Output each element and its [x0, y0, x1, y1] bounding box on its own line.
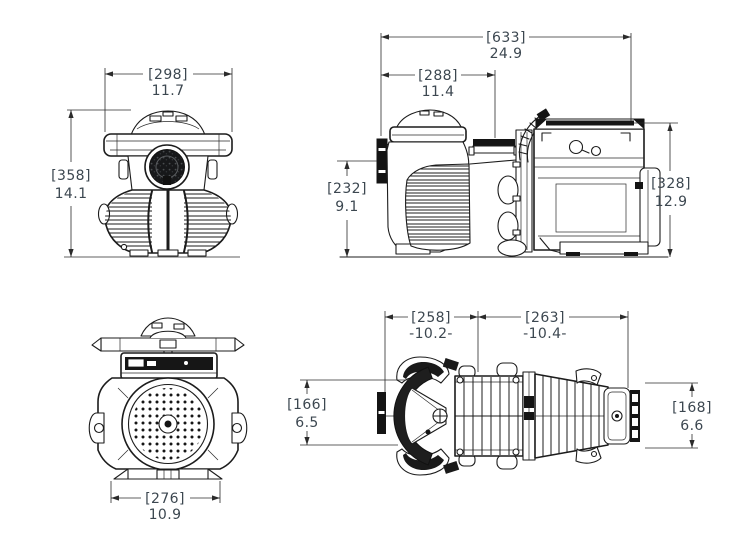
front-height-mm: [358] [51, 168, 91, 184]
top-motor-width-inches: 6.6 [680, 418, 703, 434]
top-volute [393, 356, 460, 476]
top-wet-end-length-dimension: [258] -10.2- [384, 310, 629, 392]
rear-base [113, 468, 223, 480]
rear-base-width-mm: [276] [145, 491, 185, 507]
discharge-port [468, 139, 520, 165]
top-wet-end-length-inches: -10.2- [409, 326, 453, 342]
side-inlet-height-dimension: [232] 9.1 [327, 161, 367, 257]
side-inlet-height-inches: 9.1 [335, 199, 358, 215]
side-strainer-length-inches: 11.4 [422, 84, 455, 100]
side-overall-length-inches: 24.9 [490, 46, 523, 62]
top-motor-length-inches: -10.4- [523, 326, 567, 342]
top-wet-end-width-mm: [166] [287, 397, 327, 413]
rear-view [88, 317, 248, 480]
top-motor [534, 368, 640, 464]
side-motor-height-inches: 12.9 [655, 194, 688, 210]
top-wet-end-width-inches: 6.5 [295, 415, 318, 431]
side-overall-length-dimension: [633] 24.9 [380, 30, 632, 136]
right-mount-hole [231, 422, 243, 434]
side-view [337, 108, 669, 258]
left-mount-hole [93, 422, 105, 434]
front-height-inches: 14.1 [55, 186, 88, 202]
motor-side [533, 118, 661, 256]
rear-lid [91, 317, 245, 356]
rear-base-width-dimension: [276] 10.9 [110, 481, 221, 523]
side-strainer-length-mm: [288] [418, 68, 458, 84]
top-view [377, 356, 640, 476]
side-motor-height-dimension: [328] 12.9 [634, 122, 691, 257]
drain-plug [120, 243, 128, 251]
top-bracket-grid [454, 362, 536, 470]
fan-cover [121, 377, 215, 471]
top-wet-end-length-mm: [258] [411, 310, 451, 326]
rear-control-box [120, 352, 218, 380]
sight-glass [144, 144, 190, 190]
front-width-dimension: [298] 11.7 [104, 67, 233, 132]
front-width-mm: [298] [148, 67, 188, 83]
top-motor-width-mm: [168] [672, 400, 712, 416]
front-height-dimension: [358] 14.1 [51, 109, 240, 258]
rear-base-width-inches: 10.9 [149, 507, 182, 523]
side-overall-length-mm: [633] [486, 30, 526, 46]
front-width-inches: 11.7 [152, 83, 185, 99]
side-volute-ribs [405, 163, 471, 251]
top-motor-length-dimension: [263] -10.4- [478, 310, 628, 342]
top-motor-length-mm: [263] [525, 310, 565, 326]
side-inlet-height-mm: [232] [327, 181, 367, 197]
side-motor-height-mm: [328] [651, 176, 691, 192]
side-strainer-length-dimension: [288] 11.4 [381, 68, 496, 138]
front-view [97, 110, 239, 257]
top-wet-end-width-dimension: [166] 6.5 [287, 379, 410, 446]
top-motor-width-dimension: [168] 6.6 [645, 382, 712, 449]
